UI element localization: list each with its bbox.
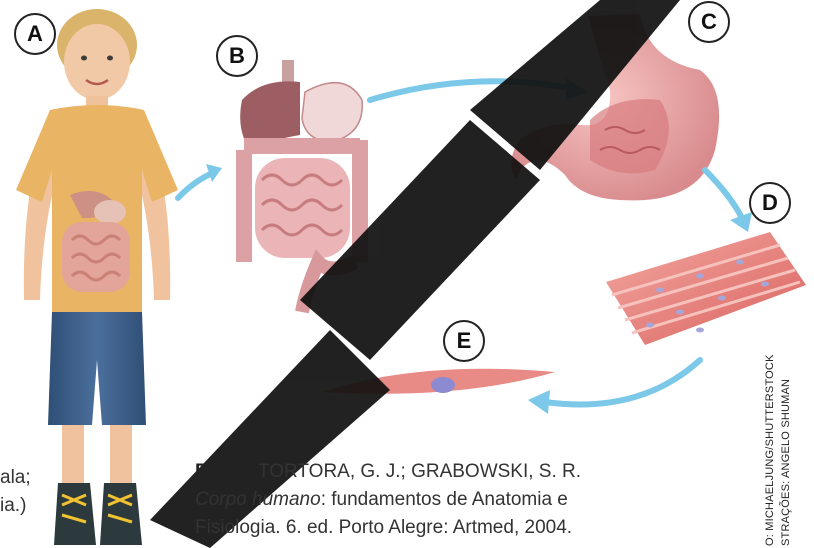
label-c: C xyxy=(688,1,730,43)
cut-text-line2: ia.) xyxy=(0,492,26,520)
child-left-shoe xyxy=(54,483,96,545)
illustration-credit: STRAÇÕES: ANGELO SHUMAN xyxy=(780,379,792,546)
source-line3: Fisiologia. 6. ed. Porto Alegre: Artmed,… xyxy=(195,514,581,542)
photo-credit: O: MICHAELJUNG/SHUTTERSTOCK xyxy=(764,354,776,546)
arrow-d-to-e xyxy=(545,360,700,404)
child-right-shoe xyxy=(100,483,142,545)
label-b: B xyxy=(216,35,258,77)
source-line1: Fonte: TORTORA, G. J.; GRABOWSKI, S. R. xyxy=(195,458,581,486)
label-a: A xyxy=(14,13,56,55)
muscle-cell-nucleus xyxy=(431,377,455,393)
stomach-interior xyxy=(590,99,669,173)
source-prefix: Fonte: xyxy=(195,461,253,482)
stomach-small xyxy=(302,83,362,142)
child-face xyxy=(64,24,130,100)
source-title-rest: : fundamentos de Anatomia e xyxy=(321,489,568,510)
child-jeans xyxy=(48,312,146,425)
label-e: E xyxy=(443,320,485,362)
arrow-a-to-b xyxy=(178,172,215,198)
source-title: Corpo humano xyxy=(195,489,321,510)
child-figure xyxy=(16,9,178,545)
source-citation: Fonte: TORTORA, G. J.; GRABOWSKI, S. R. … xyxy=(195,458,581,542)
arrow-c-to-d xyxy=(705,170,742,218)
source-authors: TORTORA, G. J.; GRABOWSKI, S. R. xyxy=(253,461,581,482)
source-line2: Corpo humano: fundamentos de Anatomia e xyxy=(195,486,581,514)
cut-text-line1: ala; xyxy=(0,464,31,492)
label-d: D xyxy=(749,182,791,224)
muscle-tissue xyxy=(606,232,806,345)
